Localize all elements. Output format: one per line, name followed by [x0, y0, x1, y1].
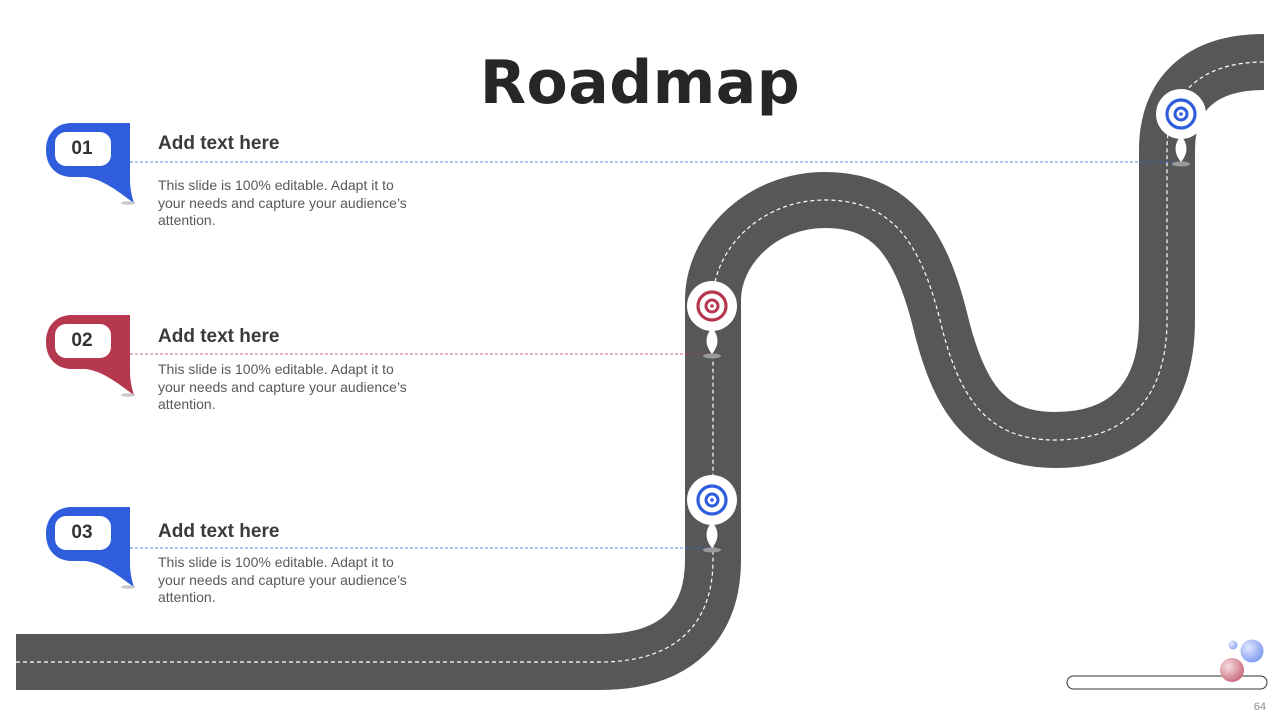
item-heading-01: Add text here [158, 133, 280, 154]
target-icon [1156, 89, 1206, 167]
badge-number: 03 [71, 522, 93, 543]
speech-tag-icon [46, 507, 135, 589]
number-badge-03: 03 [46, 507, 142, 603]
number-badge-01: 01 [46, 123, 142, 219]
speech-tag-icon [46, 315, 135, 397]
page-number: 64 [1253, 701, 1266, 713]
badge-number: 02 [71, 330, 93, 351]
item-heading-03: Add text here [158, 521, 280, 542]
speech-tag-icon [46, 123, 135, 205]
item-heading-02: Add text here [158, 326, 280, 347]
road-lane-marking [16, 61, 1265, 663]
number-badge-02: 02 [46, 315, 142, 411]
decorative-bubbles [1066, 639, 1268, 690]
target-icon [687, 281, 737, 359]
target-icon [687, 475, 737, 553]
slide-title: Roadmap [479, 48, 801, 118]
item-description-01: This slide is 100% editable. Adapt it to… [158, 177, 407, 228]
item-description-02: This slide is 100% editable. Adapt it to… [158, 361, 407, 412]
item-description-03: This slide is 100% editable. Adapt it to… [158, 554, 407, 605]
badge-number: 01 [71, 138, 93, 159]
